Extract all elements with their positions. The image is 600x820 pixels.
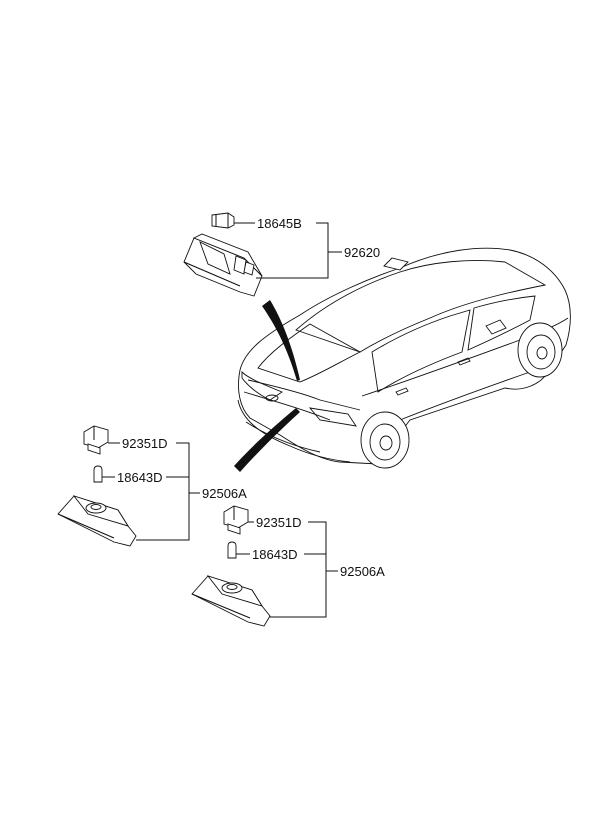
label-92351D-right[interactable]: 92351D bbox=[256, 515, 302, 530]
label-92506A-right[interactable]: 92506A bbox=[340, 564, 385, 579]
label-18645B[interactable]: 18645B bbox=[257, 216, 302, 231]
car-illustration bbox=[237, 247, 571, 469]
bulb-18643D-right[interactable] bbox=[227, 541, 237, 559]
socket-92351D-right[interactable] bbox=[223, 505, 249, 535]
lamp-92506A-left[interactable] bbox=[57, 495, 137, 547]
bulb-18643D-left[interactable] bbox=[93, 465, 103, 483]
pointer-arrow-trunk bbox=[262, 300, 300, 381]
label-92620[interactable]: 92620 bbox=[344, 245, 380, 260]
label-92351D-left[interactable]: 92351D bbox=[122, 436, 168, 451]
pointer-arrow-plate bbox=[234, 408, 300, 472]
label-92506A-left[interactable]: 92506A bbox=[202, 486, 247, 501]
bracket-92506A-left bbox=[136, 442, 190, 541]
bracket-92506A-right bbox=[270, 521, 327, 618]
label-18643D-left[interactable]: 18643D bbox=[117, 470, 163, 485]
socket-92351D-left[interactable] bbox=[83, 425, 109, 455]
bulb-18645B[interactable] bbox=[211, 212, 235, 229]
lamp-92506A-right[interactable] bbox=[191, 575, 271, 627]
label-18643D-right[interactable]: 18643D bbox=[252, 547, 298, 562]
bracket-92620 bbox=[256, 222, 329, 279]
lamp-housing-92620[interactable] bbox=[183, 233, 263, 297]
